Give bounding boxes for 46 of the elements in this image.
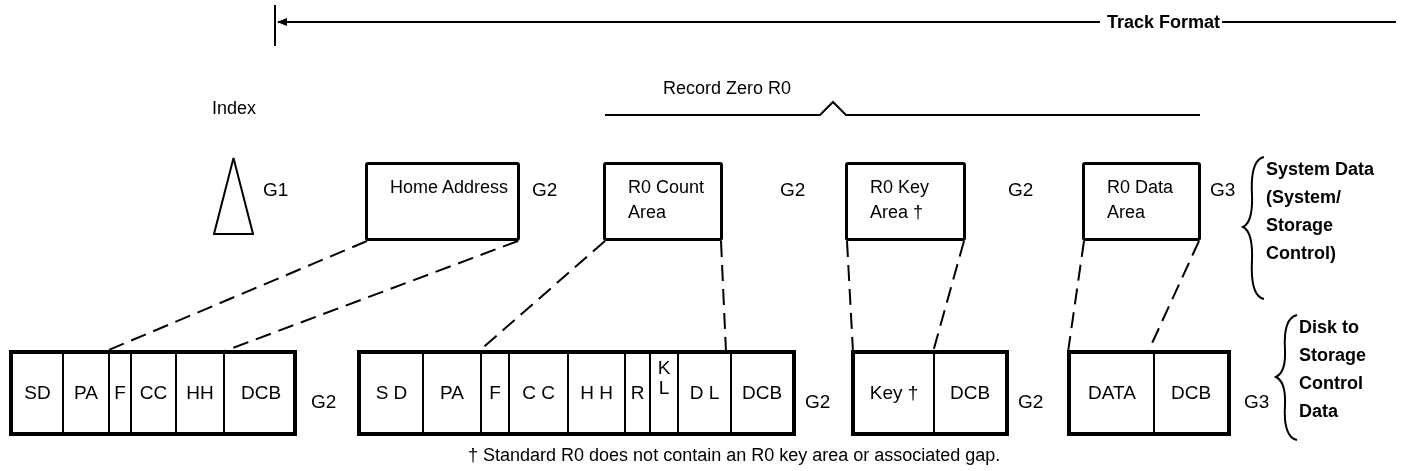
text-label: G2	[805, 390, 831, 413]
field-cell: DCB	[933, 354, 1005, 432]
area-box: R0 Count Area	[603, 162, 723, 241]
field-record	[357, 350, 796, 436]
field-cell: DATA	[1071, 354, 1153, 432]
field-cell: PA	[62, 354, 108, 432]
field-cell: DCB	[223, 354, 297, 432]
field-cell: CC	[130, 354, 175, 432]
field-cell: Key †	[855, 354, 933, 432]
area-box: Home Address	[365, 162, 520, 241]
bracket-label: System Data (System/ Storage Control)	[1266, 158, 1376, 265]
text-label: Record Zero R0	[663, 77, 792, 100]
field-cell: H H	[567, 354, 624, 432]
field-cell: K L	[649, 354, 677, 432]
text-label: Index	[212, 97, 257, 120]
field-cell: D L	[677, 354, 730, 432]
bracket-label: Disk to Storage Control Data	[1299, 316, 1368, 423]
field-cell: HH	[175, 354, 223, 432]
text-label: G2	[532, 178, 558, 201]
field-cell: S D	[361, 354, 422, 432]
field-cell: SD	[13, 354, 62, 432]
text-label: G3	[1244, 390, 1270, 413]
text-label: G1	[263, 178, 289, 201]
field-cell: F	[480, 354, 508, 432]
footnote: † Standard R0 does not contain an R0 key area or associated gap.	[468, 444, 1001, 467]
connector-line	[846, 240, 854, 353]
field-cell: DCB	[730, 354, 792, 432]
field-cell: DCB	[1153, 354, 1227, 432]
field-cell: C C	[508, 354, 567, 432]
text-label: G2	[1018, 390, 1044, 413]
connector-line	[720, 240, 727, 353]
text-label: Track Format	[1107, 11, 1221, 34]
field-record	[1067, 350, 1231, 436]
field-record	[851, 350, 1009, 436]
connector-line	[1067, 240, 1085, 353]
area-box: R0 Data Area	[1082, 162, 1201, 241]
area-box: R0 Key Area †	[845, 162, 966, 241]
field-record	[9, 350, 297, 436]
text-label: G2	[311, 390, 337, 413]
text-label: G2	[1008, 178, 1034, 201]
field-cell: PA	[422, 354, 480, 432]
field-cell: R	[624, 354, 649, 432]
index-triangle	[213, 157, 254, 235]
text-label: G2	[780, 178, 806, 201]
text-label: G3	[1210, 178, 1236, 201]
field-cell: F	[108, 354, 130, 432]
